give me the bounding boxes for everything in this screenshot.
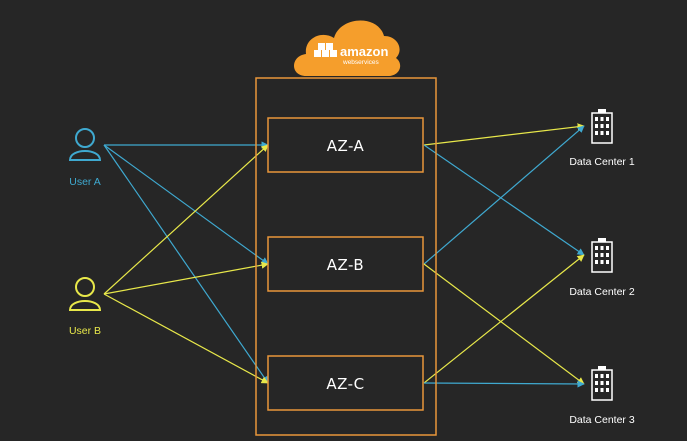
- building-icon: [591, 109, 613, 144]
- data-center-2: Data Center 2: [569, 238, 635, 298]
- connection-user-b-to-az-c: [103, 293, 269, 384]
- data-center-3-label: Data Center 3: [569, 414, 635, 426]
- connection-user-b-to-az-b: [103, 261, 269, 295]
- az-a-label: AZ-A: [327, 137, 365, 155]
- data-center-1-label: Data Center 1: [569, 156, 635, 168]
- data-center-2-label: Data Center 2: [569, 286, 635, 298]
- aws-sub-text: webservices: [342, 59, 380, 66]
- connection-user-a-to-az-c: [103, 144, 269, 384]
- az-box-c: AZ-C: [267, 355, 424, 411]
- aws-cloud-logo: amazon webservices: [294, 20, 401, 76]
- aws-brand-text: amazon: [340, 44, 388, 59]
- connection-az-b-to-dc-1: [423, 125, 585, 265]
- connection-az-a-to-dc-1: [423, 123, 585, 146]
- connection-lines: [103, 123, 585, 388]
- user-b: User B: [68, 277, 102, 337]
- az-box-a: AZ-A: [267, 117, 424, 173]
- cloud-icon: [294, 20, 401, 76]
- connection-az-a-to-dc-2: [423, 144, 585, 256]
- building-icon: [591, 366, 613, 401]
- az-box-b: AZ-B: [267, 236, 424, 292]
- connection-user-a-to-az-b: [103, 144, 269, 265]
- aws-cubes-icon: [314, 43, 337, 57]
- region-container: [255, 77, 437, 436]
- user-icon: [68, 128, 102, 161]
- data-center-1: Data Center 1: [569, 109, 635, 168]
- connection-user-b-to-az-a: [103, 144, 269, 295]
- data-center-3: Data Center 3: [569, 366, 635, 426]
- az-c-label: AZ-C: [326, 375, 364, 393]
- connection-az-c-to-dc-3: [423, 380, 585, 388]
- connection-az-b-to-dc-3: [423, 263, 585, 385]
- user-a: User A: [68, 128, 102, 188]
- connection-az-c-to-dc-2: [423, 254, 585, 384]
- user-b-label: User B: [69, 325, 101, 337]
- user-icon: [68, 277, 102, 311]
- building-icon: [591, 238, 613, 273]
- az-b-label: AZ-B: [327, 256, 364, 274]
- user-a-label: User A: [69, 176, 101, 188]
